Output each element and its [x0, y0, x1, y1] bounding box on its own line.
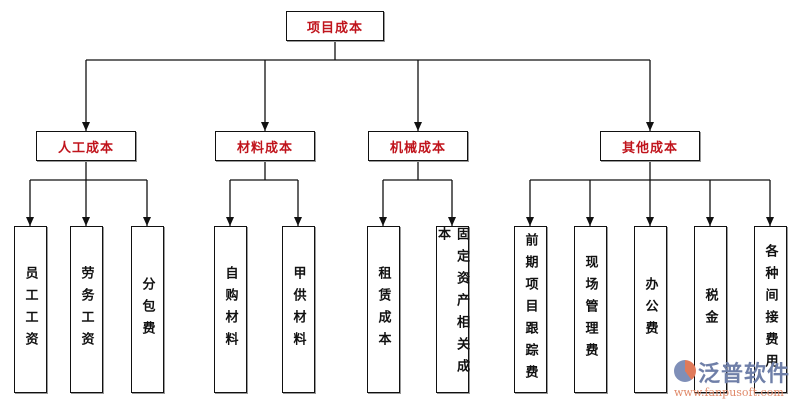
leaf-label: 办公费 — [642, 276, 658, 343]
arrowhead-icon — [526, 217, 534, 226]
root-node: 项目成本 — [286, 11, 384, 41]
leaf-node: 劳务工资 — [69, 226, 103, 393]
arrowhead-icon — [26, 217, 34, 226]
arrowhead-icon — [226, 217, 234, 226]
leaf-label: 自购材料 — [222, 265, 238, 354]
leaf-node: 员工工资 — [13, 226, 47, 393]
logo-icon — [674, 360, 696, 382]
leaf-label: 劳务工资 — [78, 265, 94, 354]
arrowhead-icon — [143, 217, 151, 226]
leaf-node: 办公费 — [633, 226, 667, 393]
arrowhead-icon — [766, 217, 774, 226]
leaf-label: 员工工资 — [22, 265, 38, 354]
leaf-label: 租赁成本 — [375, 265, 391, 354]
arrowhead-icon — [379, 217, 387, 226]
arrowhead-icon — [82, 217, 90, 226]
arrowhead-icon — [646, 122, 654, 131]
leaf-label: 甲供材料 — [290, 265, 306, 354]
leaf-node: 自购材料 — [213, 226, 247, 393]
arrowhead-icon — [294, 217, 302, 226]
arrowhead-icon — [646, 217, 654, 226]
category-node: 机械成本 — [368, 131, 468, 161]
leaf-node: 租赁成本 — [366, 226, 400, 393]
arrowhead-icon — [586, 217, 594, 226]
leaf-node: 税金 — [693, 226, 727, 393]
leaf-label: 各种间接费用 — [762, 243, 778, 376]
arrowhead-icon — [448, 217, 456, 226]
watermark-logo: 泛普软件 www.fanpusoft.com — [668, 356, 800, 404]
arrowhead-icon — [414, 122, 422, 131]
leaf-label: 固定资产相关成本 — [435, 227, 469, 381]
leaf-label: 分包费 — [139, 276, 155, 343]
arrowhead-icon — [261, 122, 269, 131]
leaf-label: 前期项目跟踪费 — [522, 232, 538, 387]
leaf-label: 税金 — [702, 287, 718, 332]
logo-url: www.fanpusoft.com — [674, 386, 784, 399]
leaf-node: 固定资产相关成本 — [435, 226, 469, 393]
leaf-node: 现场管理费 — [573, 226, 607, 393]
arrowhead-icon — [706, 217, 714, 226]
arrowhead-icon — [82, 122, 90, 131]
logo-name: 泛普软件 — [698, 362, 791, 387]
leaf-node: 前期项目跟踪费 — [513, 226, 547, 393]
leaf-node: 甲供材料 — [281, 226, 315, 393]
category-node: 材料成本 — [215, 131, 315, 161]
leaf-label: 现场管理费 — [582, 254, 598, 365]
category-node: 其他成本 — [600, 131, 700, 161]
leaf-node: 各种间接费用 — [753, 226, 787, 393]
leaf-node: 分包费 — [130, 226, 164, 393]
category-node: 人工成本 — [36, 131, 136, 161]
